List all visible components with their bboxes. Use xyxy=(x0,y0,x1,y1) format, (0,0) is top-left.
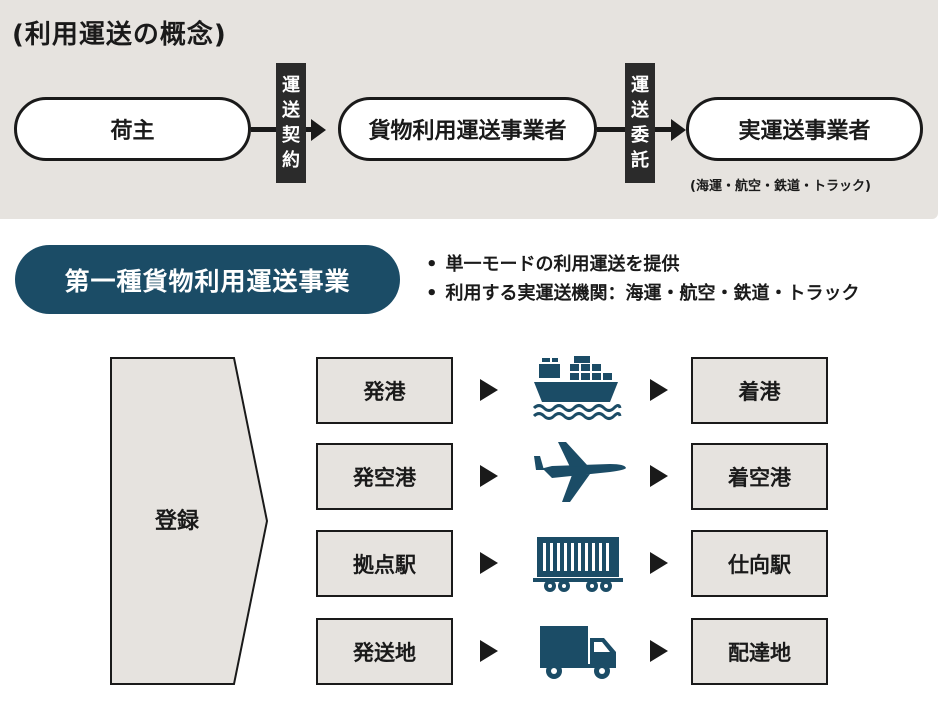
row-arrow xyxy=(480,379,498,401)
freight-train-icon xyxy=(533,537,623,592)
shipper-node: 荷主 xyxy=(14,97,251,161)
bullet-item: 単一モードの利用運送を提供 xyxy=(426,250,860,279)
row-arrow xyxy=(480,465,498,487)
commission-label-char: 託 xyxy=(631,150,649,171)
register-arrow-shape xyxy=(110,357,269,685)
contract-label-char: 運 xyxy=(282,75,300,96)
origin-airport-box: 発空港 xyxy=(316,443,453,510)
commission-label: 運 送 委 託 xyxy=(625,63,655,183)
bullet-item: 利用する実運送機関：海運・航空・鉄道・トラック xyxy=(426,279,860,308)
commission-label-char: 送 xyxy=(631,100,649,121)
airplane-icon xyxy=(534,442,626,502)
row-arrow xyxy=(480,640,498,662)
concept-title: (利用運送の概念) xyxy=(12,20,227,50)
contract-arrowhead xyxy=(311,119,326,141)
carrier-note: (海運・航空・鉄道・トラック) xyxy=(690,179,871,194)
contract-label-char: 約 xyxy=(282,150,300,171)
business-bullets: 単一モードの利用運送を提供 利用する実運送機関：海運・航空・鉄道・トラック xyxy=(426,250,860,308)
contract-label: 運 送 契 約 xyxy=(276,63,306,183)
commission-label-char: 運 xyxy=(631,75,649,96)
register-label: 登録 xyxy=(155,509,200,534)
row-arrow xyxy=(480,552,498,574)
row-arrow xyxy=(650,552,668,574)
carrier-node: 実運送事業者 xyxy=(686,97,923,161)
commission-arrowhead xyxy=(671,119,686,141)
ship-icon xyxy=(532,356,622,420)
row-arrow xyxy=(650,465,668,487)
contract-label-char: 送 xyxy=(282,100,300,121)
dispatch-place-box: 発送地 xyxy=(316,618,453,685)
origin-port-box: 発港 xyxy=(316,357,453,424)
row-arrow xyxy=(650,640,668,662)
delivery-place-box: 配達地 xyxy=(691,618,828,685)
destination-port-box: 着港 xyxy=(691,357,828,424)
business-type-badge: 第一種貨物利用運送事業 xyxy=(15,245,400,314)
commission-label-char: 委 xyxy=(631,125,649,146)
row-arrow xyxy=(650,379,668,401)
forwarder-node: 貨物利用運送事業者 xyxy=(338,97,597,161)
truck-icon xyxy=(540,626,616,679)
contract-label-char: 契 xyxy=(282,125,300,146)
origin-station-box: 拠点駅 xyxy=(316,530,453,597)
destination-station-box: 仕向駅 xyxy=(691,530,828,597)
destination-airport-box: 着空港 xyxy=(691,443,828,510)
